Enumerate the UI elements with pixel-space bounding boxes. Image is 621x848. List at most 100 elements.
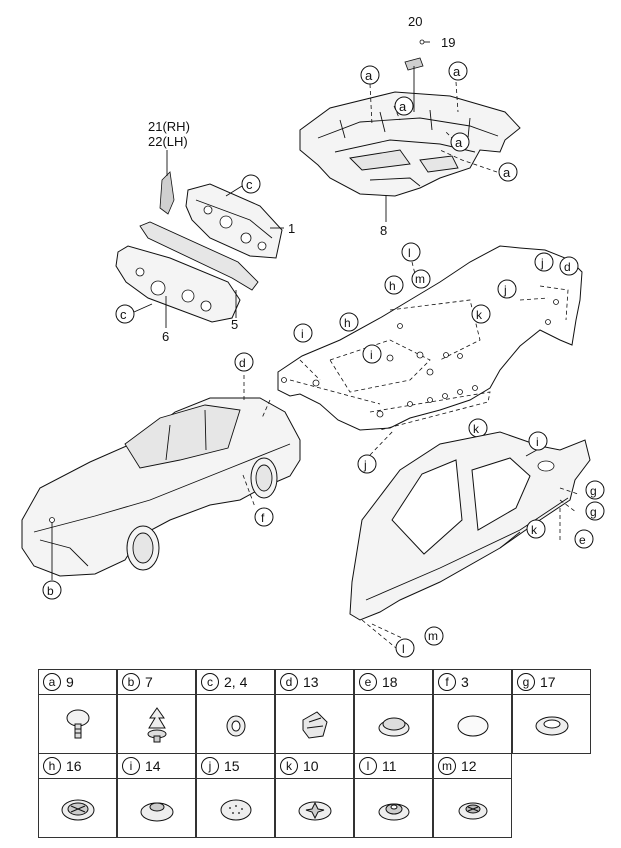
frame-callouts: i g g k e m l [395, 431, 605, 658]
legend-part-number: 7 [145, 674, 153, 690]
star-plug-icon [295, 790, 335, 828]
retainer-clip-icon [295, 706, 335, 744]
callout-g-1: g [590, 484, 597, 498]
legend-cell-j: j 15 [196, 753, 275, 838]
part-number-8: 8 [380, 223, 387, 238]
legend-letter: e [359, 673, 377, 691]
callout-d-2: d [239, 356, 246, 370]
callout-k-2: k [473, 422, 480, 436]
callout-i-1: i [301, 327, 304, 341]
callout-j-2: j [503, 283, 507, 297]
christmas-tree-clip-icon [137, 706, 177, 744]
legend-letter: g [517, 673, 535, 691]
legend-letter: f [438, 673, 456, 691]
legend-cell-m: m 12 [433, 753, 512, 838]
callout-h-1: h [389, 279, 396, 293]
dotted-plug-icon [216, 790, 256, 828]
ring-plug-icon [532, 706, 572, 744]
callout-a-3: a [399, 99, 407, 114]
legend-letter: b [122, 673, 140, 691]
callout-b-1: b [47, 584, 54, 598]
legend-part-number: 15 [224, 758, 240, 774]
callout-l-1: l [408, 246, 411, 260]
round-grommet-icon [216, 706, 256, 744]
legend-letter: i [122, 757, 140, 775]
legend-cell-header: e 18 [355, 670, 432, 695]
legend-letter: j [201, 757, 219, 775]
callout-a-4: a [455, 135, 463, 150]
legend-part-number: 16 [66, 758, 82, 774]
callout-d-1: d [564, 260, 571, 274]
part-number-6: 6 [162, 329, 169, 344]
car-drawing [21, 375, 301, 580]
legend-letter: d [280, 673, 298, 691]
callout-k-1: k [476, 308, 483, 322]
dash-panel-drawing [115, 171, 284, 328]
legend-part-number: 2, 4 [224, 674, 248, 690]
callout-a-5: a [503, 165, 511, 180]
floor-callouts: a a a a a 20 19 8 [360, 14, 518, 238]
legend-part-number: 3 [461, 674, 469, 690]
callout-c-2: c [120, 307, 127, 322]
callout-f-1: f [261, 511, 265, 525]
legend-letter: l [359, 757, 377, 775]
callout-k-3: k [531, 523, 538, 537]
cross-vent-plug-icon [58, 790, 98, 828]
legend-cell-c: c 2, 4 [196, 669, 275, 754]
small-cross-plug-icon [453, 790, 493, 828]
callout-j-3: j [363, 458, 367, 472]
legend-cell-header: c 2, 4 [197, 670, 274, 695]
flanged-plug-icon [137, 790, 177, 828]
legend-cell-e: e 18 [354, 669, 433, 754]
part-number-19: 19 [441, 35, 455, 50]
callout-a-2: a [453, 64, 461, 79]
dash-callouts: 21(RH) 22(LH) c 1 c 6 5 [115, 119, 295, 344]
legend-letter: m [438, 757, 456, 775]
part-number-21-rh: 21(RH) [148, 119, 190, 134]
callout-c-1: c [246, 177, 253, 192]
legend-letter: a [43, 673, 61, 691]
floor-sheet-drawing [277, 245, 583, 431]
legend-cell-header: d 13 [276, 670, 353, 695]
car-callouts: d f b [42, 352, 274, 600]
legend-cell-d: d 13 [275, 669, 354, 754]
legend-letter: k [280, 757, 298, 775]
legend-cell-header: h 16 [39, 754, 116, 779]
legend-part-number: 12 [461, 758, 477, 774]
callout-a-1: a [365, 68, 373, 83]
legend-cell-h: h 16 [38, 753, 117, 838]
callout-j-1: j [540, 256, 544, 270]
floor-panel-drawing [299, 39, 521, 222]
part-number-1: 1 [288, 221, 295, 236]
callout-i-2: i [370, 348, 373, 362]
side-frame-drawing [349, 431, 591, 649]
flat-head-push-clip-icon [58, 706, 98, 744]
sheet-callouts: l j d m j h k h i i k j [293, 242, 579, 474]
flat-seal-plug-icon [453, 706, 493, 744]
legend-letter: c [201, 673, 219, 691]
legend-part-number: 13 [303, 674, 319, 690]
callout-i-3: i [536, 435, 539, 449]
stepped-plug-icon [374, 790, 414, 828]
callout-e-1: e [579, 533, 586, 547]
domed-plug-icon [374, 706, 414, 744]
legend-letter: h [43, 757, 61, 775]
legend-part-number: 18 [382, 674, 398, 690]
part-number-5: 5 [231, 317, 238, 332]
